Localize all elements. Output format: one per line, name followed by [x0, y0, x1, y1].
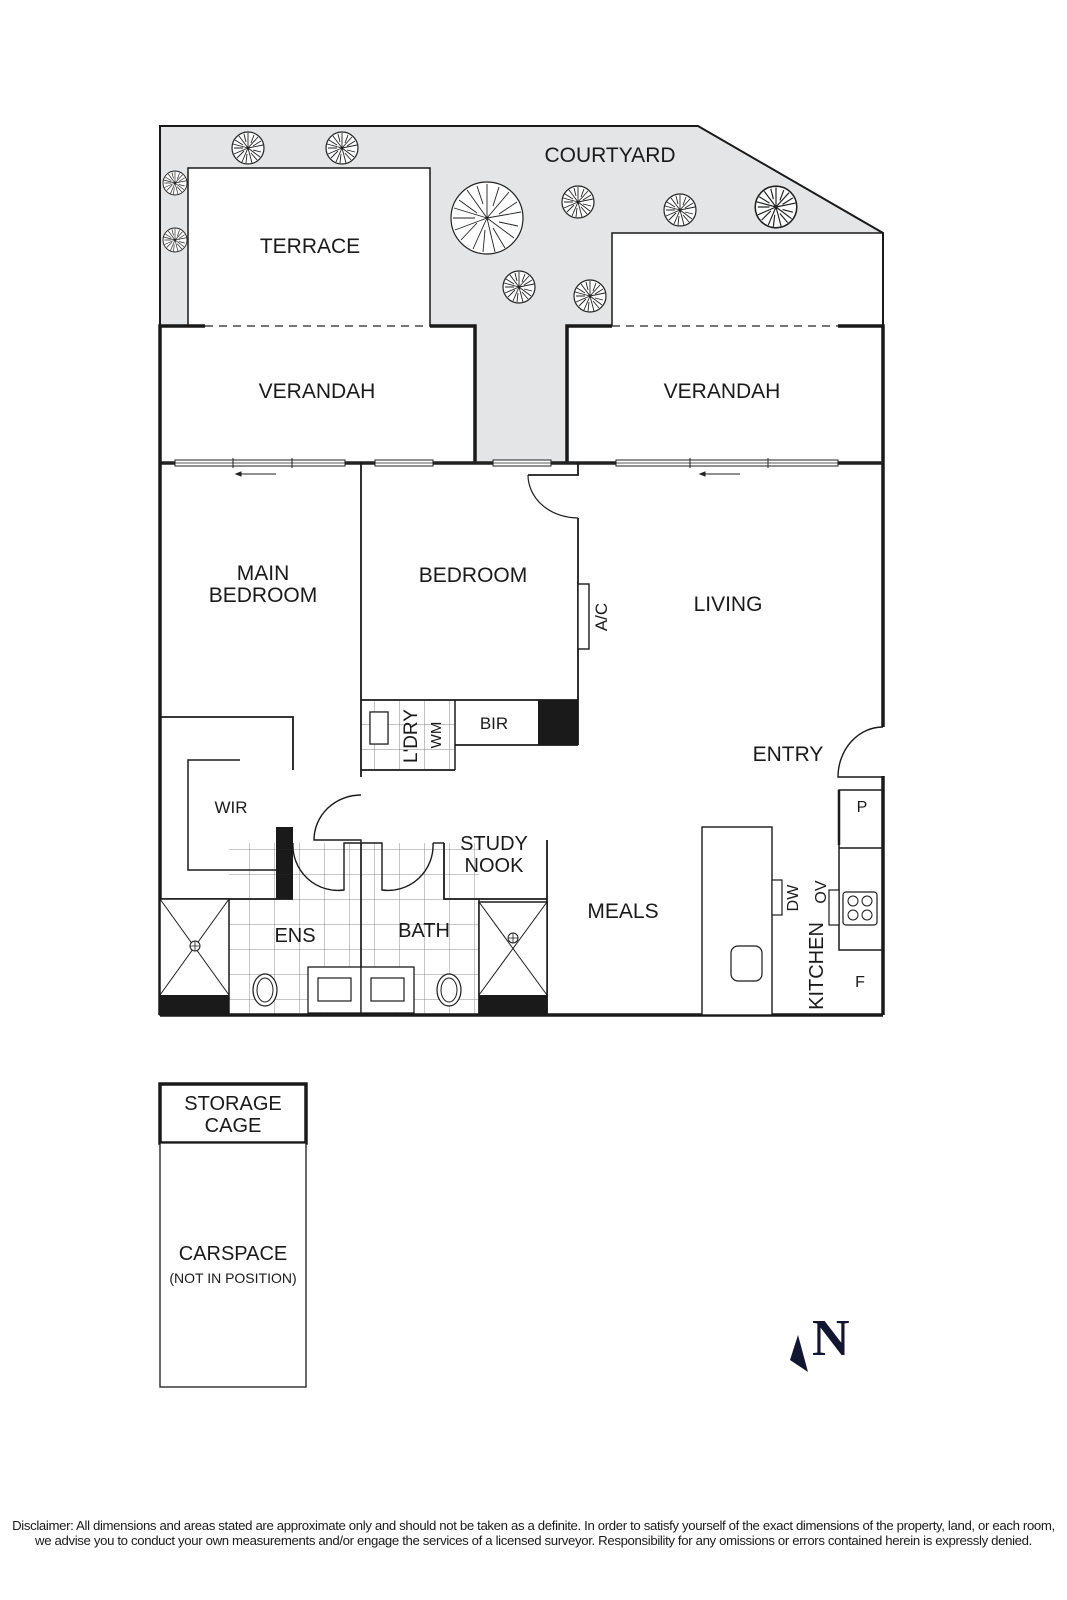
tree-icon [325, 131, 359, 165]
label-study-nook-2: NOOK [465, 855, 525, 877]
north-arrow: N [790, 1310, 850, 1372]
label-pantry: P [857, 799, 868, 816]
north-label: N [812, 1310, 850, 1367]
tree-icon [754, 185, 798, 229]
verandah-left-walls [158, 324, 477, 463]
label-ensuite: ENS [274, 925, 315, 947]
tree-icon [162, 227, 188, 253]
verandah-right-walls [565, 324, 885, 463]
label-bedroom: BEDROOM [419, 564, 528, 587]
label-fridge: F [855, 974, 865, 991]
tree-icon [231, 131, 265, 165]
label-storage-1: STORAGE [184, 1093, 281, 1115]
label-bir: BIR [480, 714, 508, 733]
label-kitchen: KITCHEN [806, 922, 828, 1010]
label-main-bedroom-2: BEDROOM [209, 584, 318, 607]
tree-icon [663, 193, 697, 227]
north-arrow-icon [790, 1335, 808, 1372]
disclaimer-text: Disclaimer: All dimensions and areas sta… [12, 1518, 1055, 1548]
label-dishwasher: DW [785, 884, 802, 912]
label-laundry: L'DRY [401, 709, 422, 763]
label-meals: MEALS [587, 900, 658, 923]
tree-icon [450, 181, 524, 255]
label-ac: A/C [592, 603, 611, 631]
parking [158, 1082, 308, 1388]
label-wir: WIR [214, 798, 247, 817]
tree-icon [502, 270, 536, 304]
label-courtyard: COURTYARD [544, 144, 675, 167]
label-bath: BATH [398, 920, 450, 942]
label-living: LIVING [694, 593, 763, 616]
tree-icon [561, 185, 595, 219]
label-entry: ENTRY [753, 743, 824, 766]
label-carspace-note: (NOT IN POSITION) [169, 1270, 296, 1286]
bathrooms [159, 842, 548, 1016]
label-washing-machine: WM [428, 722, 445, 749]
label-terrace: TERRACE [260, 235, 360, 258]
tree-icon [162, 170, 188, 196]
sliding-doors [160, 458, 883, 477]
label-verandah-right: VERANDAH [664, 380, 781, 403]
label-carspace: CARSPACE [179, 1243, 288, 1265]
label-oven: OV [813, 880, 830, 903]
tree-icon [573, 279, 607, 313]
label-study-nook-1: STUDY [460, 833, 528, 855]
label-main-bedroom-1: MAIN [237, 562, 290, 585]
label-verandah-left: VERANDAH [259, 380, 376, 403]
label-storage-2: CAGE [205, 1115, 262, 1137]
